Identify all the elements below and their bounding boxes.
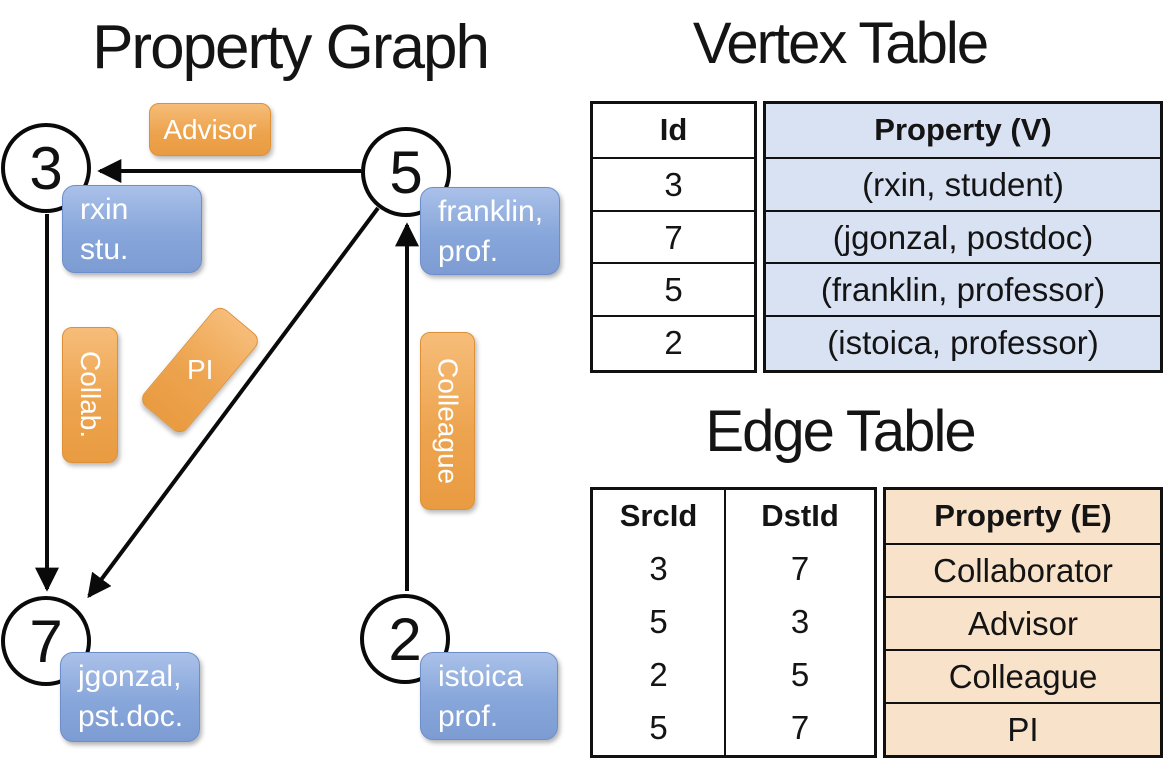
edge-label-advisor: Advisor [149,103,271,156]
vertex-table-property-column: Property (V) (rxin, student) (jgonzal, p… [763,101,1163,373]
vertex-table-header-property: Property (V) [874,112,1052,147]
vertex-5-property-line-2: prof. [438,235,499,268]
vertex-table-property-cell: (rxin, student) [766,156,1160,210]
vertex-3-property-box: rxin stu. [62,185,202,273]
vertex-5-property-line-1: franklin, [438,195,544,228]
vertex-7-property-line-1: jgonzal, [78,660,182,693]
vertex-7-property-line-2: pst.doc. [78,700,184,733]
vertex-table-property-cell: (franklin, professor) [766,262,1160,315]
edge-table-srcid-cell: 5 [649,603,668,640]
edge-table-property-cell: Advisor [886,596,1160,649]
vertex-table-id-cell: 5 [593,262,754,315]
edge-label-collab: Collab. [62,327,118,463]
vertex-table-id-cell: 3 [593,156,754,210]
vertex-id-3: 3 [29,134,63,202]
vertex-table-id-column: Id 3 7 5 2 [590,101,757,373]
vertex-table-title: Vertex Table [692,11,989,76]
edge-label-pi-text: PI [186,354,214,385]
vertex-7-property-box: jgonzal, pst.doc. [60,652,200,742]
edge-table-dstid-cell: 3 [724,596,874,649]
edge-table-property-cell: Collaborator [886,543,1160,596]
vertex-id-5: 5 [389,138,423,206]
vertex-3-property-line-1: rxin [80,193,129,226]
edge-label-advisor-text: Advisor [163,113,257,145]
edge-table-srcid-cell: 2 [649,656,668,693]
edge-arrow-pi-5-to-7 [87,206,380,599]
edge-label-collab-text: Collab. [75,351,106,439]
edge-table-title: Edge Table [705,399,976,464]
edge-table-header-dstid: DstId [724,490,874,543]
vertex-5-property-box: franklin, prof. [420,187,560,275]
edge-table-id-columns: SrcId 3 5 2 5 DstId 7 3 5 7 [590,487,877,758]
edge-table-property-cell: PI [886,702,1160,755]
vertex-id-2: 2 [388,605,422,673]
property-graph-title: Property Graph [92,13,490,82]
vertex-circle-2: 2 [360,594,450,684]
vertex-table-header-id: Id [659,112,688,147]
vertex-table-property-cell: (jgonzal, postdoc) [766,209,1160,263]
edge-table-property-cell: Colleague [886,649,1160,702]
vertex-2-property-line-1: istoica [438,660,524,693]
vertex-3-property-line-2: stu. [80,233,129,266]
vertex-table-id-cell: 7 [593,209,754,263]
vertex-table-property-cell: (istoica, professor) [766,315,1160,368]
vertex-id-7: 7 [29,607,63,675]
edge-table-dstid-cell: 7 [724,702,874,755]
edge-label-colleague: Colleague [420,332,475,510]
edge-table-header-property: Property (E) [934,498,1112,533]
edge-label-colleague-text: Colleague [432,357,464,485]
edge-table-dstid-cell: 7 [724,543,874,596]
vertex-2-property-line-2: prof. [438,700,499,733]
vertex-2-property-box: istoica prof. [420,652,558,740]
edge-table-srcid-cell: 3 [649,550,668,587]
vertex-table-id-cell: 2 [593,315,754,368]
vertex-circle-5: 5 [361,127,451,217]
edge-table-property-column: Property (E) Collaborator Advisor Collea… [883,487,1163,758]
edge-table-srcid-cell: 5 [649,709,668,746]
edge-table-dstid-cell: 5 [724,649,874,702]
graph-edges-canvas [35,159,419,599]
edge-table-header-srcid: SrcId [619,498,698,533]
